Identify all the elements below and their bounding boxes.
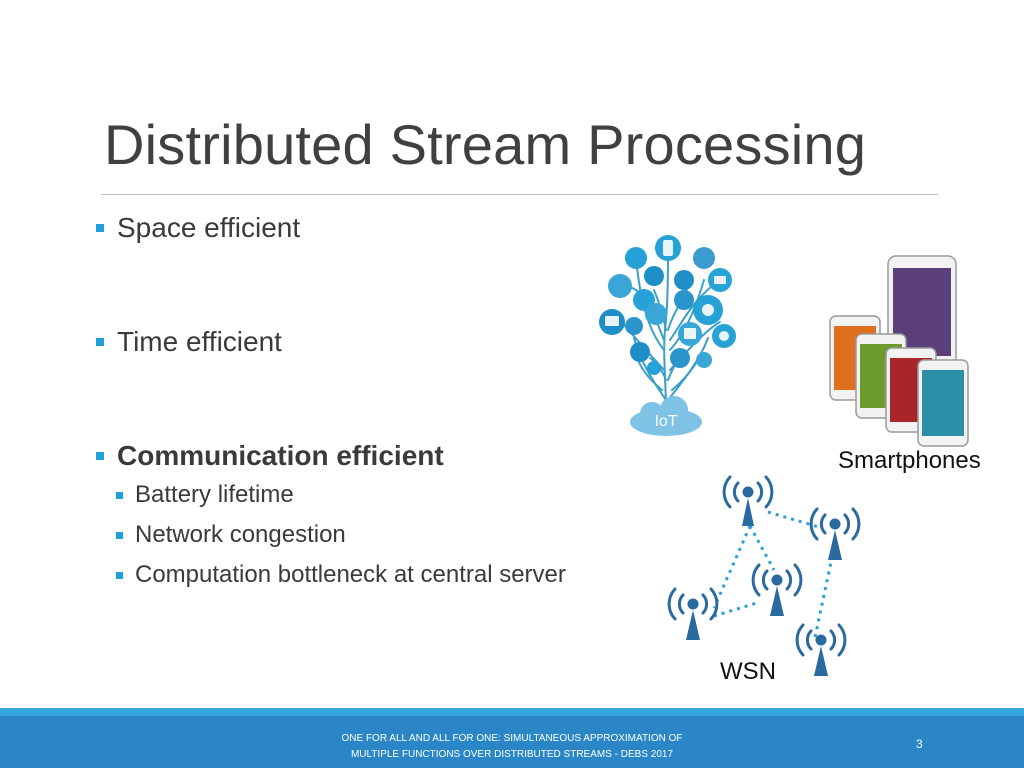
bullet-marker xyxy=(116,571,123,579)
cloud-icon xyxy=(630,396,702,436)
wsn-illustration xyxy=(667,475,861,676)
bullet-text: Communication efficient xyxy=(117,440,444,471)
bullet-text: Time efficient xyxy=(117,326,282,357)
bullet-time-efficient: Time efficient xyxy=(96,326,282,358)
iot-label: IoT xyxy=(654,413,677,430)
sub-bullet-text: Battery lifetime xyxy=(135,481,294,508)
sub-bullet-network: Network congestion xyxy=(116,521,346,549)
sub-bullet-text: Network congestion xyxy=(135,521,346,548)
footer-title: ONE FOR ALL AND ALL FOR ONE: SIMULTANEOU… xyxy=(300,731,724,763)
wsn-signal-waves xyxy=(667,475,861,657)
bullet-text: Space efficient xyxy=(117,212,301,243)
sub-bullet-text: Computation bottleneck at central server xyxy=(135,561,566,588)
bullet-communication-efficient: Communication efficient xyxy=(96,440,444,472)
wsn-towers xyxy=(686,498,842,676)
smartphones-caption: Smartphones xyxy=(838,447,981,474)
page-number: 3 xyxy=(916,737,923,751)
smartphones-illustration xyxy=(829,255,969,447)
bullet-marker xyxy=(96,452,104,460)
phone-teal xyxy=(917,359,969,447)
bullet-marker xyxy=(96,338,104,346)
footer-accent-strip xyxy=(0,708,1024,716)
bullet-marker xyxy=(116,491,123,499)
wsn-caption: WSN xyxy=(720,658,776,685)
footer-line-2: MULTIPLE FUNCTIONS OVER DISTRIBUTED STRE… xyxy=(350,749,674,760)
slide-title: Distributed Stream Processing xyxy=(104,113,867,176)
bullet-space-efficient: Space efficient xyxy=(96,212,300,244)
title-divider xyxy=(101,194,938,195)
footer-bar xyxy=(0,708,1024,768)
wsn-links xyxy=(712,510,836,643)
footer-line-1: ONE FOR ALL AND ALL FOR ONE: SIMULTANEOU… xyxy=(341,733,683,744)
sub-bullet-battery: Battery lifetime xyxy=(116,481,294,509)
bullet-marker xyxy=(96,224,104,232)
bullet-marker xyxy=(116,531,123,539)
sub-bullet-computation: Computation bottleneck at central server xyxy=(116,561,566,589)
iot-tree-illustration: IoT xyxy=(599,235,736,436)
